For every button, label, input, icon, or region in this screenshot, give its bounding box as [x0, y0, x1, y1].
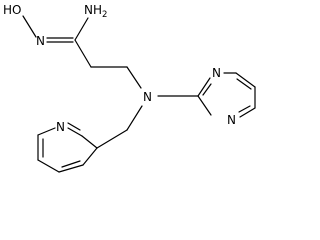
- pyridine-c4-c3-inner: [61, 160, 81, 168]
- pyridine-c3-c3a: [82, 147, 98, 166]
- pyridine-n1-c6: [37, 127, 56, 136]
- bond-ch2-pyridine: [96, 129, 128, 149]
- pyrimidine-c6-c5: [235, 72, 256, 88]
- pyrimidine-nitrogen-bottom-label: N: [227, 113, 236, 127]
- tertiary-nitrogen-label: N: [143, 90, 152, 104]
- amine-subscript: 2: [102, 10, 107, 20]
- pyridine-c2-n1: [67, 127, 83, 137]
- pyrimidine-nitrogen-top-label: N: [212, 66, 221, 80]
- amine-label: NH2: [84, 3, 107, 20]
- pyrimidine-c2-n1-inner: [202, 83, 212, 96]
- bond-c-ch2: [74, 39, 92, 68]
- hydroxyl-label: HO: [3, 3, 21, 17]
- atom-labels: HO N NH2 N N N N: [3, 3, 236, 134]
- pyrimidine-c6-c5-inner: [236, 78, 252, 90]
- bond-n-ch2-benzyl: [126, 105, 143, 131]
- pyrimidine-c2-n1: [197, 77, 211, 97]
- pyrimidine-c4-n3-inner: [238, 105, 251, 113]
- pyridine-c2-n1-inner: [67, 122, 81, 131]
- pyrimidine-n3-c2: [197, 95, 212, 116]
- pyridine-nitrogen-label: N: [56, 120, 65, 134]
- pyrimidine-c4-n3: [239, 107, 256, 118]
- chemical-structure-drawing: HO N NH2 N N N N: [3, 3, 256, 173]
- oxime-nitrogen-label: N: [36, 34, 45, 48]
- bond-ch2-n: [126, 66, 142, 89]
- bond-c-nh2: [74, 17, 89, 41]
- bonds: [22, 15, 256, 173]
- bond-o-n: [22, 15, 37, 38]
- amine-nh-text: NH: [84, 3, 102, 17]
- pyridine-c3-c2: [81, 135, 98, 149]
- pyridine-c4-c3: [58, 164, 84, 173]
- pyridine-c5-c4: [37, 159, 60, 173]
